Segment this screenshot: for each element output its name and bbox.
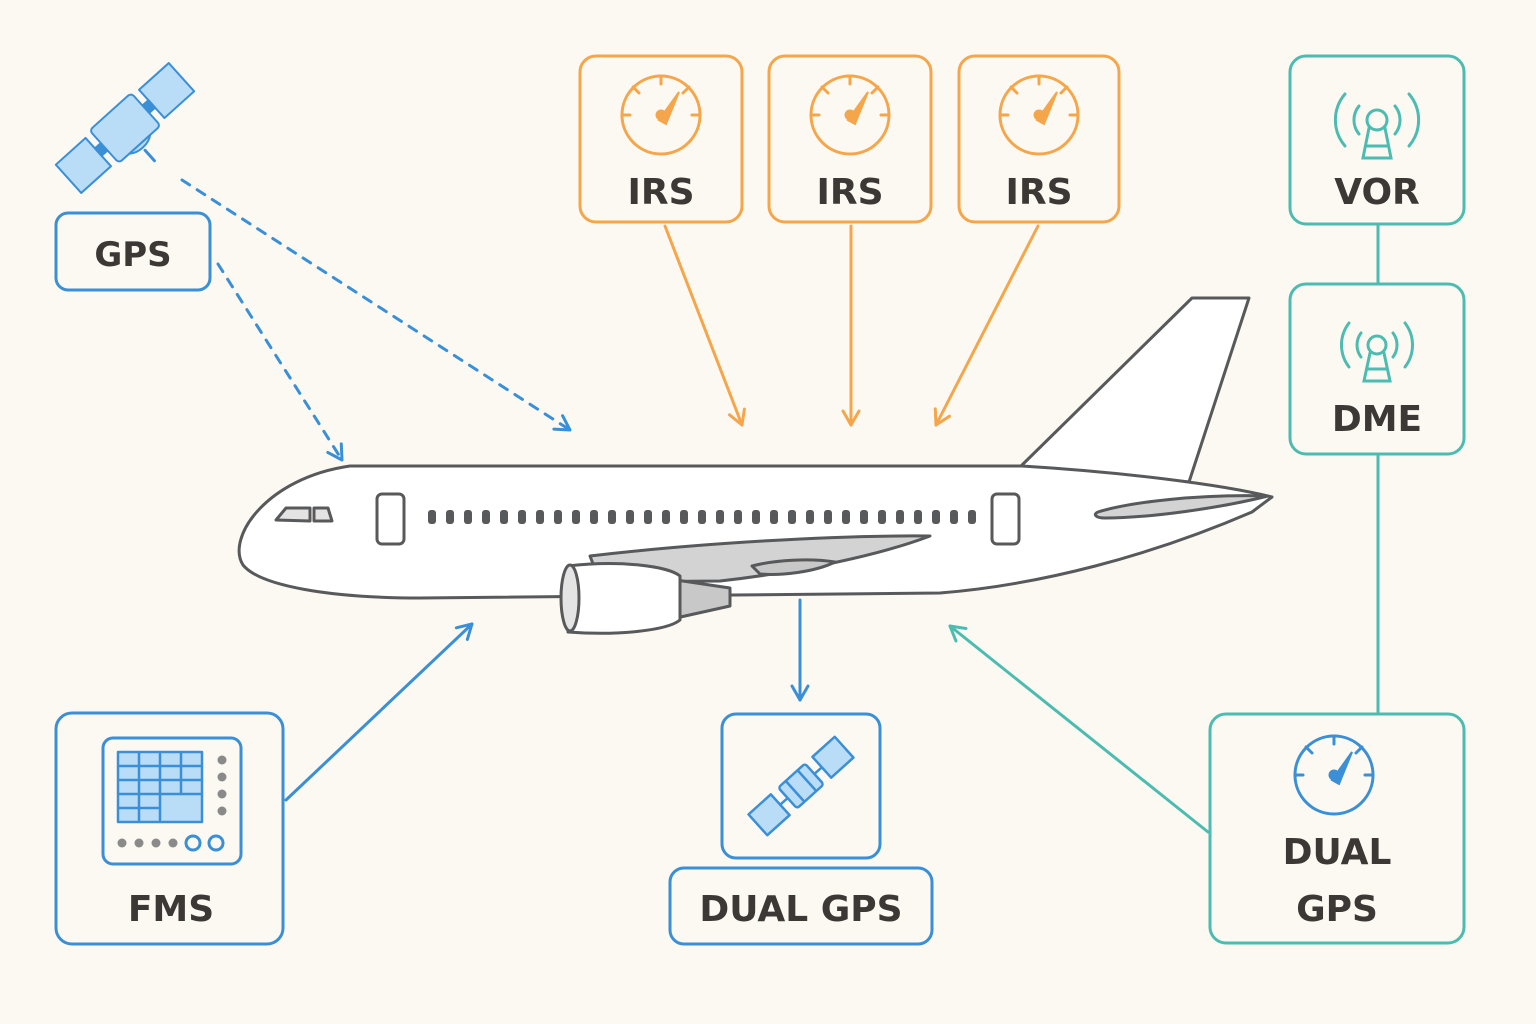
fms-box: FMS [54,711,285,946]
passenger-windows [428,510,976,524]
gauge-icon [620,74,702,156]
rear-door [990,492,1021,546]
passenger-window [968,510,976,524]
fms-label: FMS [128,889,214,930]
vor-box: VOR [1288,54,1466,226]
airplane-icon [237,296,1274,635]
radio-tower-icon [1333,92,1421,160]
passenger-window [932,510,940,524]
passenger-window [536,510,544,524]
passenger-window [716,510,724,524]
passenger-window [428,510,436,524]
passenger-window [896,510,904,524]
passenger-window [842,510,850,524]
fms-aircraft-link [284,622,474,802]
irs-label-1: IRS [627,172,694,213]
passenger-window [446,510,454,524]
passenger-window [644,510,652,524]
dual-gps-label-box: DUAL GPS [668,866,934,946]
irs-link-3 [933,224,1040,427]
cockpit-window [274,506,312,523]
dual-gps-right-box: DUAL GPS [1208,712,1466,945]
passenger-window [824,510,832,524]
gps-label-box: GPS [54,211,212,292]
passenger-window [878,510,886,524]
passenger-window [950,510,958,524]
gauge-icon [998,74,1080,156]
dual-gps-right-label-line2: GPS [1296,889,1378,930]
gauge-icon [809,74,891,156]
passenger-window [626,510,634,524]
passenger-window [590,510,598,524]
irs-link-1 [663,224,746,427]
passenger-window [698,510,706,524]
dme-label: DME [1332,399,1422,440]
vor-label: VOR [1334,172,1420,213]
passenger-window [608,510,616,524]
passenger-window [518,510,526,524]
passenger-window [770,510,778,524]
passenger-window [734,510,742,524]
gauge-icon [1293,734,1375,816]
engine-nacelle [566,562,682,635]
passenger-window [500,510,508,524]
gps-satellite-icon [54,62,196,194]
passenger-window [806,510,814,524]
passenger-window [680,510,688,524]
irs-label-3: IRS [1005,172,1072,213]
horizontal-stabilizer [1093,494,1270,520]
fms-display-icon [101,736,243,866]
front-door [375,492,406,546]
passenger-window [662,510,670,524]
passenger-window [914,510,922,524]
gps-dashed-link-1 [216,262,344,462]
gps-label: GPS [94,235,171,275]
dualgps-aircraft-link [948,624,1210,834]
gps-dashed-link-2 [180,178,572,432]
engine-intake [559,563,581,633]
connectors [180,178,1380,834]
passenger-window [788,510,796,524]
engine-exhaust [674,578,732,620]
radio-tower-icon [1339,321,1415,383]
irs-box-3: IRS [957,54,1121,224]
wing-flap [750,558,837,576]
passenger-window [554,510,562,524]
irs-box-1: IRS [578,54,744,224]
passenger-window [752,510,760,524]
passenger-window [464,510,472,524]
satellite-icon [747,735,855,837]
passenger-window [482,510,490,524]
cockpit-window [312,506,334,523]
vertical-tail [1018,296,1251,484]
irs-label-2: IRS [816,172,883,213]
passenger-window [860,510,868,524]
dme-box: DME [1288,282,1466,456]
dual-gps-right-label-line1: DUAL [1283,832,1392,873]
passenger-window [572,510,580,524]
dual-gps-label: DUAL GPS [699,889,902,930]
dual-gps-icon-box [720,712,882,860]
irs-box-2: IRS [767,54,933,224]
